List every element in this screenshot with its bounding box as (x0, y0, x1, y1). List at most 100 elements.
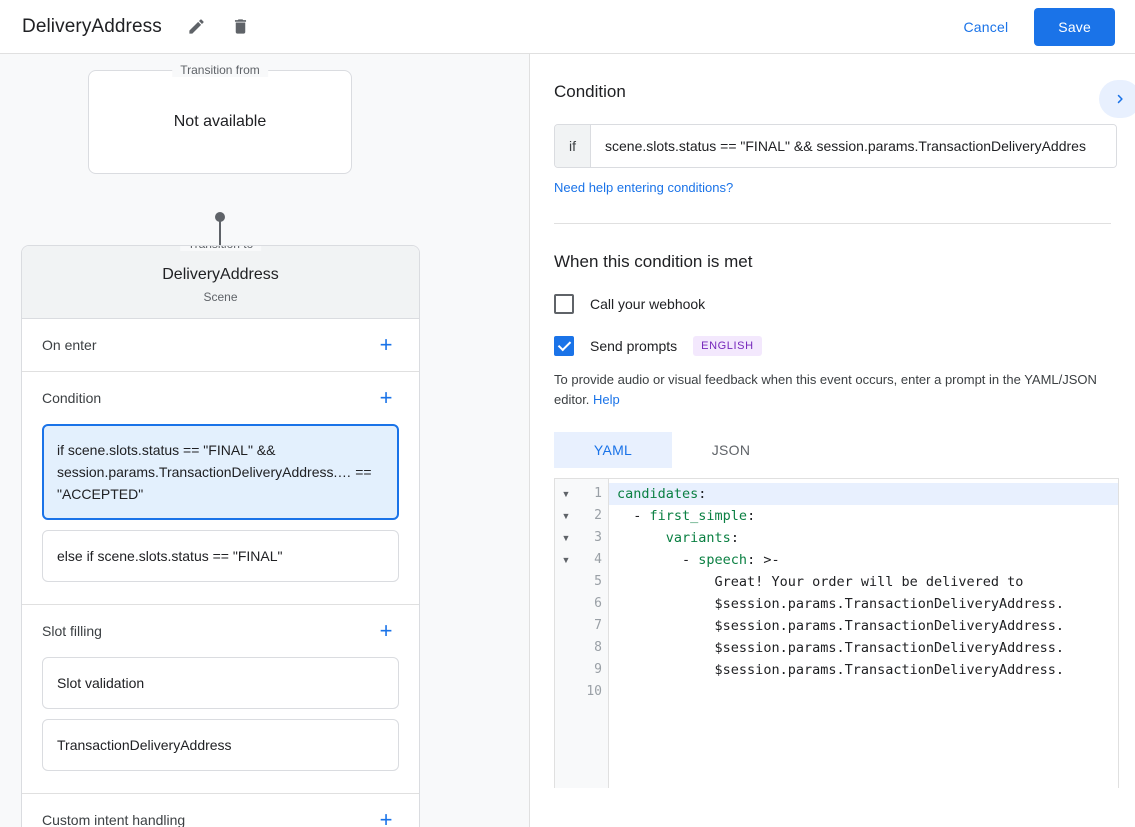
webhook-row[interactable]: Call your webhook (554, 294, 1111, 314)
code-indent (617, 574, 715, 590)
editor-fold-column: ▼ ▼ ▼ ▼ (555, 479, 577, 788)
section-divider (554, 223, 1111, 224)
add-icon[interactable]: + (379, 618, 393, 643)
fold-toggle-icon[interactable]: ▼ (561, 555, 571, 565)
list-item[interactable]: Slot validation (42, 657, 399, 709)
code-line: Great! Your order will be delivered to (609, 571, 1118, 593)
list-item[interactable]: else if scene.slots.status == "FINAL" (42, 530, 399, 582)
tab-yaml[interactable]: YAML (554, 432, 672, 468)
add-icon[interactable]: + (379, 385, 393, 410)
line-number: 4 (594, 552, 602, 567)
condition-expression-input[interactable] (591, 125, 1116, 167)
code-indent: - (617, 552, 699, 568)
pencil-icon[interactable] (182, 12, 212, 42)
line-number: 10 (586, 684, 602, 699)
fold-spacer (555, 637, 577, 659)
editor-code-area[interactable]: candidates: - first_simple: variants: - … (609, 479, 1118, 788)
transition-from-value: Not available (173, 113, 267, 130)
add-icon[interactable]: + (379, 332, 393, 357)
section-condition: Condition+if scene.slots.status == "FINA… (22, 372, 419, 605)
fold-spacer (555, 659, 577, 681)
code-value-token: $session.params.TransactionDeliveryAddre… (714, 640, 1065, 656)
line-number: 8 (594, 640, 602, 655)
condition-help-link[interactable]: Need help entering conditions? (554, 180, 734, 195)
fold-toggle-icon[interactable]: ▼ (561, 533, 571, 543)
left-panel: Transition from Not available Transition… (0, 54, 530, 827)
condition-if-prefix: if (555, 125, 591, 167)
chevron-right-icon[interactable] (1099, 80, 1135, 118)
fold-spacer (555, 615, 577, 637)
transition-to-legend: Transition to (179, 246, 262, 251)
code-value-token: $session.params.TransactionDeliveryAddre… (714, 662, 1065, 678)
body-wrapper: Transition from Not available Transition… (0, 54, 1135, 827)
call-webhook-label: Call your webhook (590, 296, 706, 312)
section-header: Custom intent handling + (42, 794, 399, 827)
section-items: if scene.slots.status == "FINAL" && sess… (42, 424, 399, 604)
code-value-token: Great! Your order will be delivered to (714, 574, 1024, 590)
code-indent (617, 618, 715, 634)
condition-heading: Condition (554, 82, 626, 101)
right-panel: Condition if Need help entering conditio… (530, 54, 1135, 827)
code-value-token: : (730, 530, 739, 546)
code-line: candidates: (609, 483, 1118, 505)
send-prompts-label: Send prompts (590, 338, 678, 354)
section-header: On enter+ (42, 319, 399, 371)
code-line: $session.params.TransactionDeliveryAddre… (609, 637, 1118, 659)
list-item-selected[interactable]: if scene.slots.status == "FINAL" && sess… (42, 424, 399, 520)
add-icon[interactable]: + (379, 807, 393, 827)
section-custom-intent-handling: Custom intent handling + (22, 794, 419, 827)
code-value-token: $session.params.TransactionDeliveryAddre… (714, 596, 1065, 612)
trash-icon[interactable] (226, 12, 256, 42)
line-number: 1 (594, 486, 602, 501)
section-header: Condition+ (42, 372, 399, 424)
call-webhook-checkbox[interactable] (554, 294, 574, 314)
section-title: Custom intent handling (42, 812, 186, 827)
code-line: variants: (609, 527, 1118, 549)
language-badge: ENGLISH (693, 336, 762, 356)
code-key-token: variants (665, 530, 731, 546)
cancel-button[interactable]: Cancel (954, 10, 1019, 44)
code-indent (617, 662, 715, 678)
top-app-bar: DeliveryAddress Cancel Save (0, 0, 1135, 54)
list-item[interactable]: TransactionDeliveryAddress (42, 719, 399, 771)
tab-json[interactable]: JSON (711, 442, 751, 458)
prompts-help-link[interactable]: Help (593, 392, 620, 407)
chevron-right-icon-glyph (1117, 94, 1123, 104)
fold-spacer (555, 681, 577, 703)
pencil-icon-glyph (189, 19, 204, 34)
code-line: - speech: >- (609, 549, 1118, 571)
transition-to-box: Transition to DeliveryAddress Scene (22, 246, 419, 319)
code-line: $session.params.TransactionDeliveryAddre… (609, 615, 1118, 637)
transition-from-box: Transition from Not available (88, 63, 352, 174)
transition-to-name: DeliveryAddress (162, 266, 279, 283)
send-prompts-checkbox[interactable] (554, 336, 574, 356)
condition-input-row[interactable]: if (554, 124, 1117, 168)
code-value-token: : >- (747, 552, 780, 568)
code-value-token: $session.params.TransactionDeliveryAddre… (714, 618, 1065, 634)
code-indent (617, 530, 666, 546)
line-number: 9 (594, 662, 602, 677)
fold-toggle-icon[interactable]: ▼ (561, 489, 571, 499)
line-number: 7 (594, 618, 602, 633)
code-key-token: candidates (617, 486, 699, 502)
code-indent (617, 596, 715, 612)
code-value-token: : (698, 486, 707, 502)
section-on-enter: On enter+ (22, 319, 419, 372)
save-button[interactable]: Save (1034, 7, 1115, 46)
fold-toggle-icon[interactable]: ▼ (561, 511, 571, 521)
transition-from-legend: Transition from (172, 63, 268, 77)
scene-card-stack: Transition to DeliveryAddress Scene On e… (21, 245, 420, 827)
line-number: 3 (594, 530, 602, 545)
line-number: 2 (594, 508, 602, 523)
code-line: $session.params.TransactionDeliveryAddre… (609, 593, 1118, 615)
fold-spacer (555, 593, 577, 615)
line-number: 6 (594, 596, 602, 611)
editor-format-tabs: YAML JSON (554, 432, 1111, 468)
code-line (609, 681, 1118, 703)
code-value-token: : (747, 508, 756, 524)
send-prompts-row[interactable]: Send prompts ENGLISH (554, 336, 1111, 356)
transition-to-subtitle: Scene (203, 290, 238, 304)
